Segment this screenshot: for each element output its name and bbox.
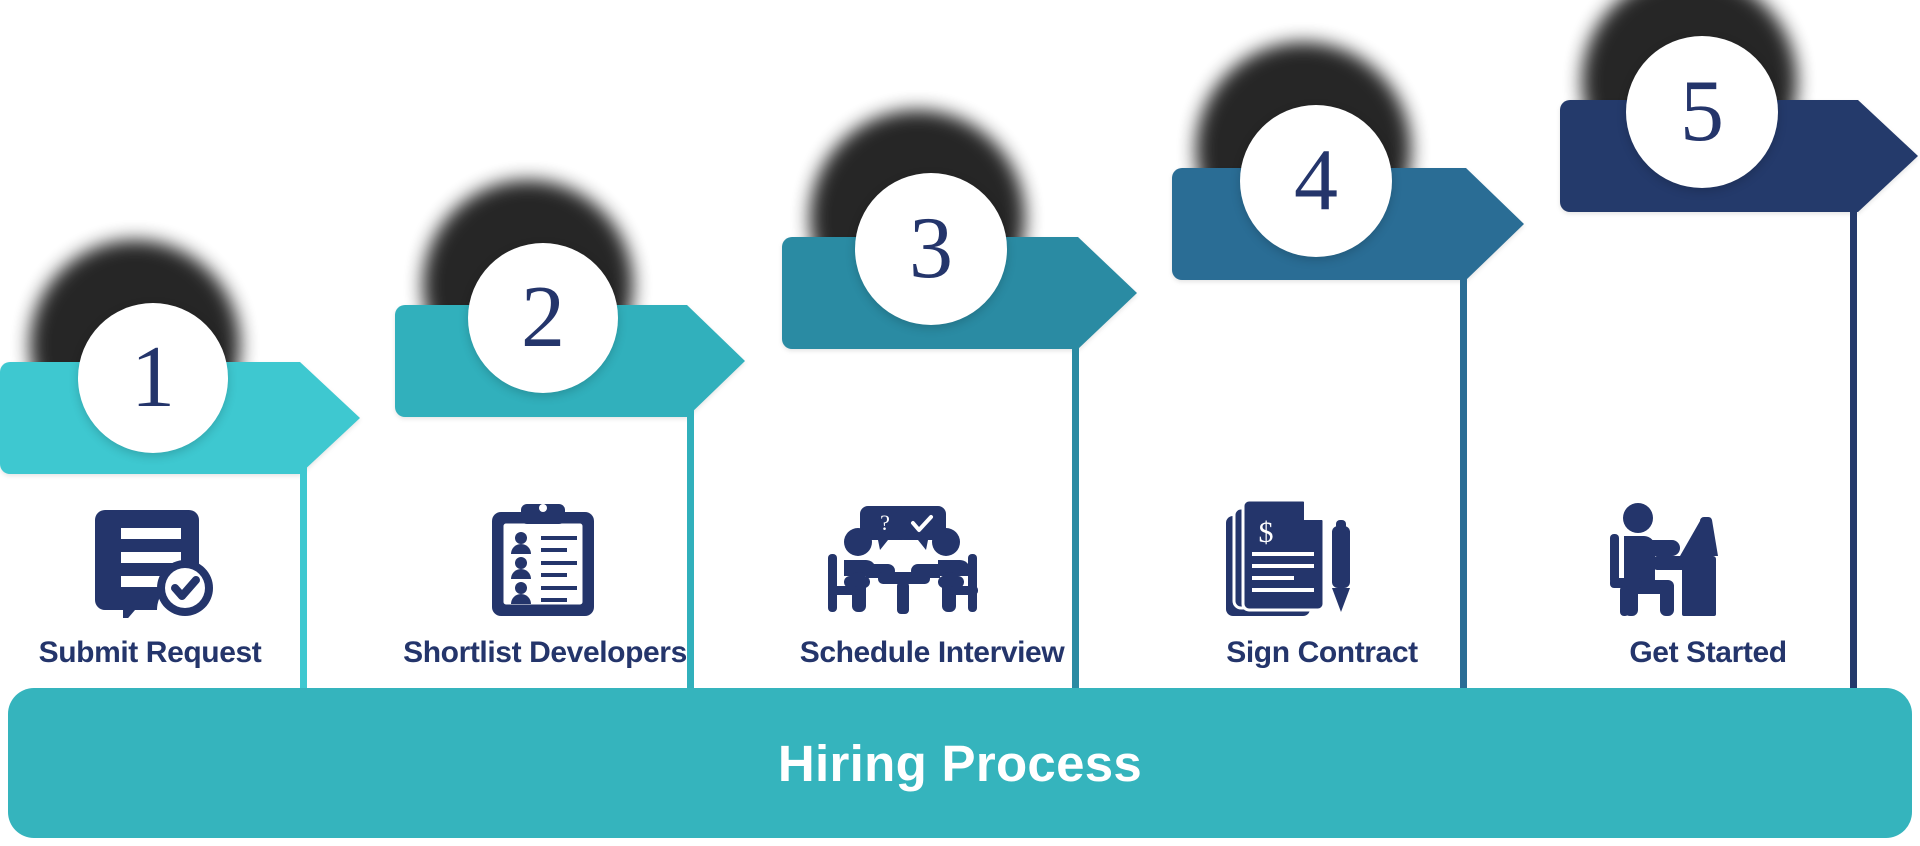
- hiring-process-title-bar: Hiring Process: [8, 688, 1912, 838]
- step-2-number-badge[interactable]: 2: [468, 243, 618, 393]
- step-2-connector-line: [687, 398, 694, 700]
- step-5-number-badge[interactable]: 5: [1626, 36, 1778, 188]
- step-3-connector-line: [1072, 330, 1079, 700]
- step-4-connector-line: [1460, 262, 1467, 700]
- step-4-banner-tip: [1466, 168, 1524, 280]
- step-3-label: Schedule Interview: [799, 636, 1065, 669]
- step-5-number: 5: [1680, 63, 1724, 160]
- step-5-banner-tip: [1858, 100, 1918, 212]
- step-1-connector-line: [300, 455, 307, 700]
- step-5-connector-line: [1850, 194, 1857, 700]
- contract-pen-icon: $: [1222, 496, 1362, 618]
- step-1-banner-tip: [300, 362, 360, 474]
- svg-text:$: $: [1259, 516, 1274, 549]
- person-desk-laptop-icon: [1608, 500, 1748, 618]
- svg-text:?: ?: [880, 510, 890, 535]
- step-1-number: 1: [131, 329, 175, 426]
- step-4-label: Sign Contract: [1226, 636, 1418, 669]
- step-4-number-badge[interactable]: 4: [1240, 105, 1392, 257]
- step-2-label: Shortlist Developers: [403, 636, 687, 669]
- page-title: Hiring Process: [777, 734, 1143, 792]
- step-2-banner-tip: [687, 305, 745, 417]
- step-2-number: 2: [521, 269, 565, 366]
- clipboard-people-list-icon: [478, 500, 608, 618]
- step-5-label: Get Started: [1629, 636, 1787, 669]
- step-3-number: 3: [909, 200, 953, 297]
- step-1-number-badge[interactable]: 1: [78, 303, 228, 453]
- step-3-banner[interactable]: [782, 237, 1137, 349]
- document-check-icon: [88, 500, 218, 618]
- step-3-banner-tip: [1078, 237, 1137, 349]
- step-3-number-badge[interactable]: 3: [855, 173, 1007, 325]
- step-4-number: 4: [1294, 132, 1338, 229]
- step-1-label: Submit Request: [38, 636, 262, 669]
- interview-table-icon: ?: [822, 500, 982, 618]
